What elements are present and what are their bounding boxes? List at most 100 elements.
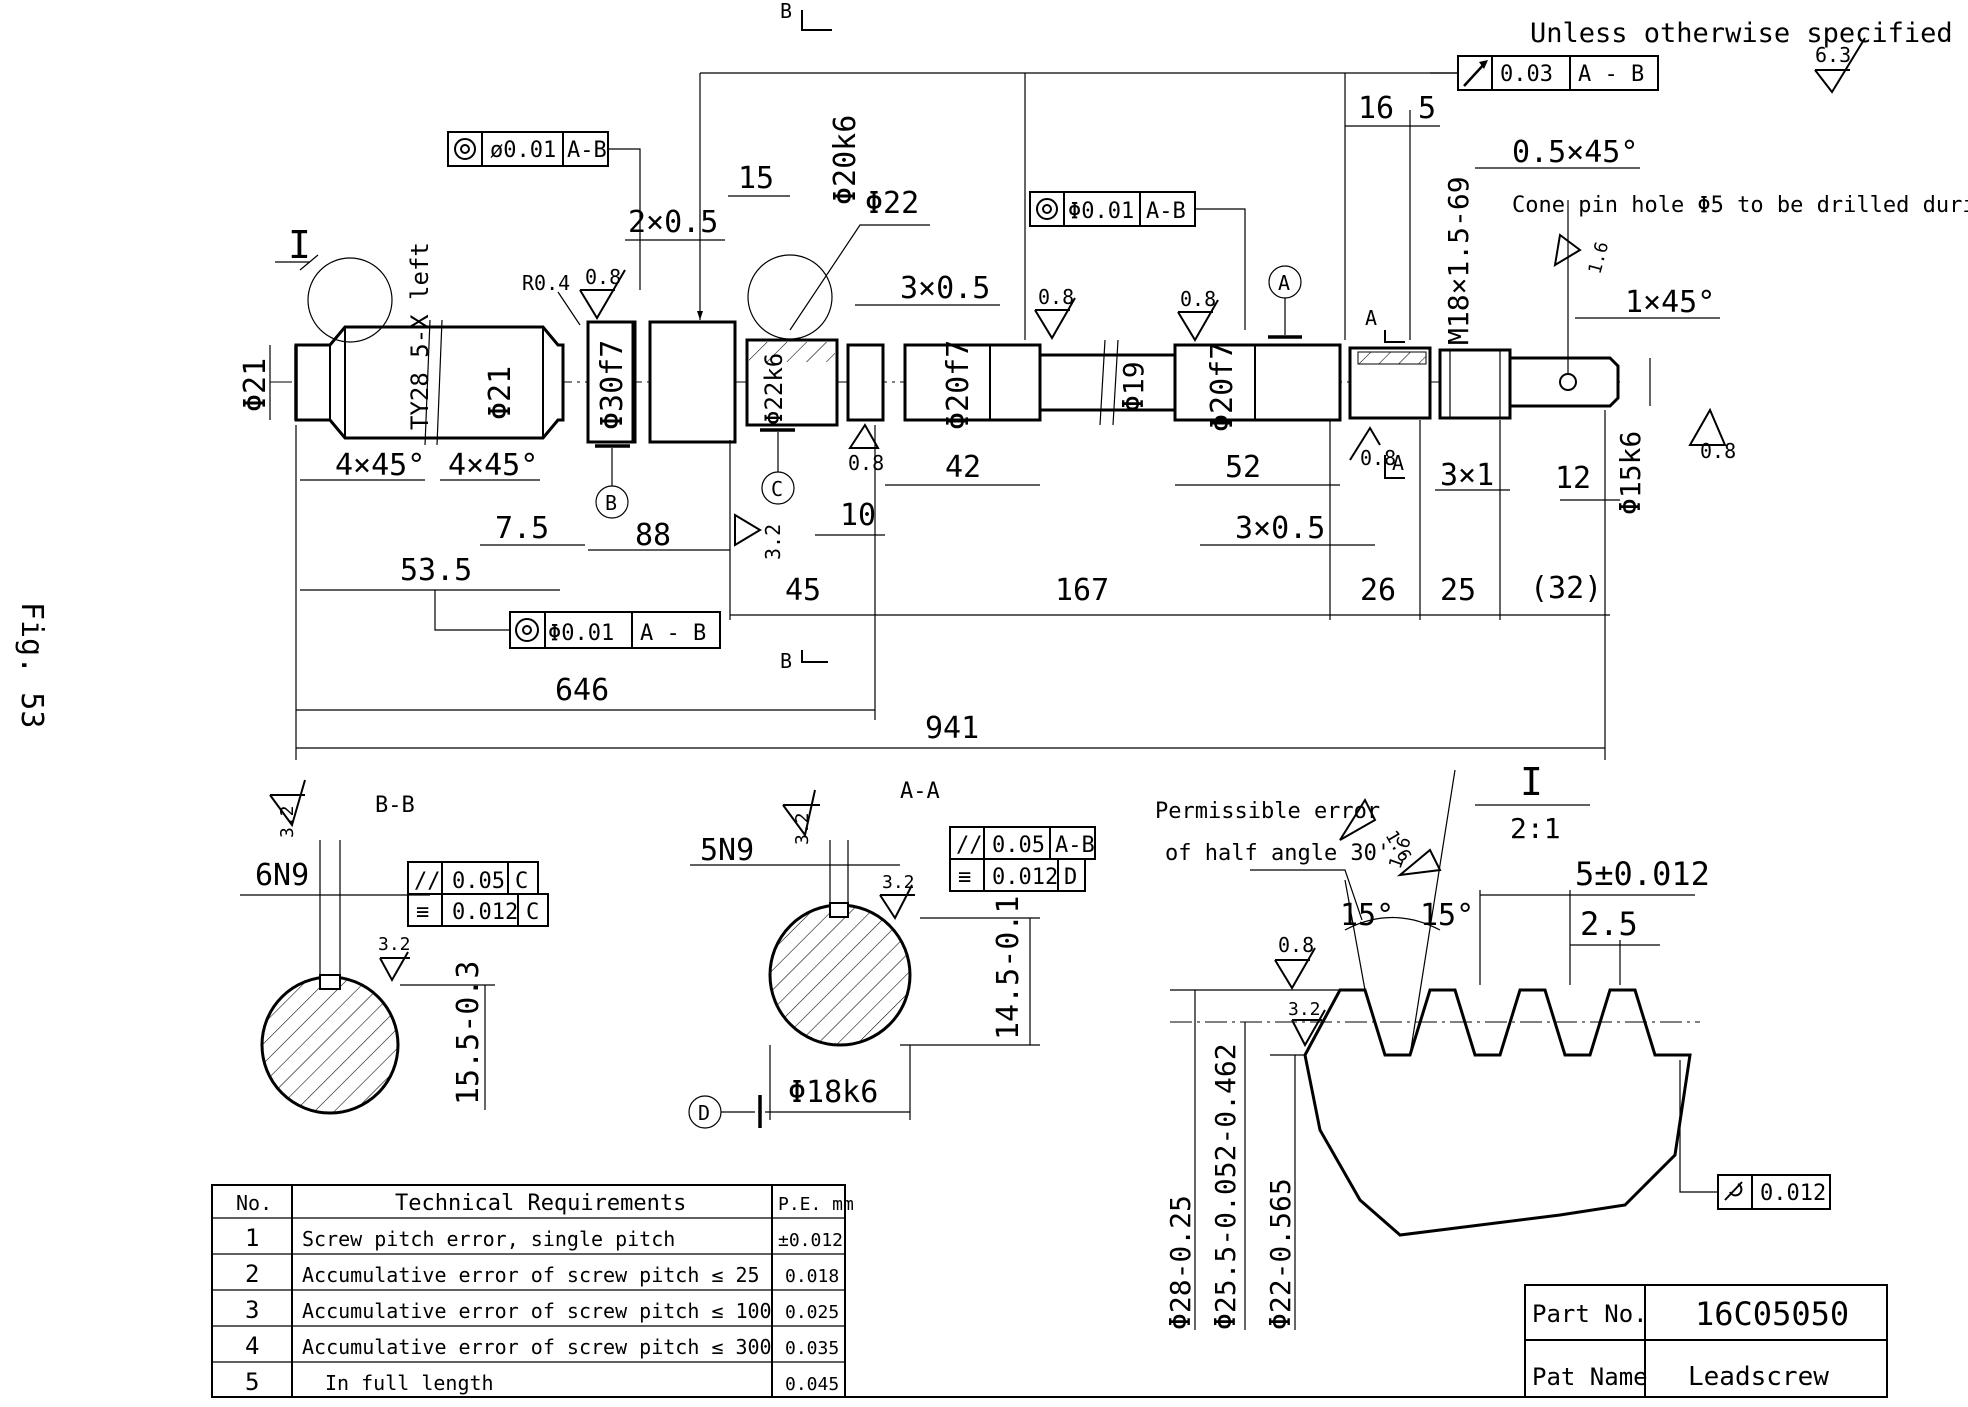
section-aa-title: A-A: [900, 779, 940, 804]
section-bb-title: B-B: [375, 793, 415, 818]
svg-text:3.2: 3.2: [792, 812, 813, 845]
svg-text://: //: [956, 833, 983, 858]
table-row-5-req: In full length: [325, 1371, 494, 1395]
svg-text:0.03: 0.03: [1500, 62, 1553, 87]
svg-text:0.012: 0.012: [992, 865, 1058, 890]
table-row-3-pe: 0.025: [785, 1302, 839, 1323]
cylindricity-frame: 0.012: [1679, 1060, 1831, 1210]
label-15: 15: [738, 161, 774, 196]
svg-text:A - B: A - B: [640, 621, 706, 646]
svg-text:0.8: 0.8: [1038, 285, 1074, 309]
label-16: 16: [1358, 91, 1394, 126]
roughness-1.6-shaft: 1.6: [1553, 233, 1614, 276]
svg-text:0.05: 0.05: [992, 833, 1045, 858]
svg-text:941: 941: [925, 711, 979, 746]
svg-text:3×0.5: 3×0.5: [1235, 511, 1325, 546]
svg-text:(32): (32): [1530, 571, 1602, 606]
svg-text:0.05: 0.05: [452, 869, 505, 894]
label-phi20f7-b: Φ20f7: [1205, 342, 1240, 432]
title-part-no-label: Part No.: [1532, 1300, 1648, 1328]
table-row-2-req: Accumulative error of screw pitch ≤ 25: [302, 1263, 760, 1287]
section-bb-view: B-B 6N9 15.5-0.3 3.2 3.2: [240, 779, 495, 1115]
svg-text:3.2: 3.2: [761, 524, 785, 560]
runout-tolerance-frame: 0.03 A - B: [1430, 55, 1659, 91]
table-header-pe: P.E. mm: [778, 1194, 854, 1215]
section-mark-b-bottom: B: [780, 649, 792, 673]
svg-text:4×45°: 4×45°: [448, 448, 538, 483]
svg-text:C: C: [526, 900, 539, 925]
section-aa-view: A-A 5N9 14.5-0.1 Φ18k6 3.2 3.2: [690, 779, 1040, 1120]
svg-text:52: 52: [1225, 450, 1261, 485]
datum-c: C: [760, 428, 795, 505]
svg-text:≡: ≡: [958, 865, 971, 890]
svg-text:4×45°: 4×45°: [335, 448, 425, 483]
cone-pin-note: Cone pin hole Φ5 to be drilled during as…: [1512, 193, 1968, 218]
svg-text:0.8: 0.8: [1180, 287, 1216, 311]
section-aa-key: 5N9: [700, 833, 754, 868]
requirements-table: No. Technical Requirements P.E. mm 1 Scr…: [211, 1184, 854, 1398]
datum-d: D: [688, 1095, 762, 1129]
table-row-1-req: Screw pitch error, single pitch: [302, 1227, 675, 1251]
detail-i-marker: I: [288, 223, 311, 267]
label-phi30f7: Φ30f7: [595, 340, 630, 430]
roughness-0.8-b: 0.8: [1034, 285, 1076, 340]
svg-text:3.2: 3.2: [882, 872, 915, 893]
svg-text:Φ0.01: Φ0.01: [548, 621, 614, 646]
table-row-4-req: Accumulative error of screw pitch ≤ 300: [302, 1335, 772, 1359]
svg-text:6.3: 6.3: [1815, 43, 1851, 67]
svg-text:45: 45: [785, 573, 821, 608]
detail-half-pitch: 2.5: [1580, 905, 1638, 943]
table-row-1-no: 1: [245, 1224, 259, 1252]
svg-text:0.8: 0.8: [1278, 933, 1314, 957]
svg-text:3×1: 3×1: [1440, 458, 1494, 493]
svg-text:646: 646: [555, 673, 609, 708]
roughness-0.8-a: 0.8: [579, 265, 626, 320]
label-phi19: Φ19: [1117, 361, 1150, 412]
detail-i-circle: [307, 257, 393, 343]
detail-dia-pitch: Φ25.5-0.052-0.462: [1209, 1043, 1242, 1330]
svg-text:D: D: [698, 1101, 710, 1125]
section-bb-frames: // 0.05 C ≡ 0.012 C: [407, 861, 549, 927]
svg-text:3.2: 3.2: [1288, 999, 1321, 1020]
datum-a: A: [1268, 265, 1302, 339]
cylindricity-icon: [1724, 1181, 1743, 1201]
section-mark-a-top: A: [1365, 306, 1377, 330]
shaft-main-view: [270, 200, 1620, 446]
svg-text:A: A: [1278, 271, 1290, 295]
concentricity-icon: [515, 618, 539, 642]
concentricity-frame-bottom: Φ0.01 A - B: [434, 590, 721, 649]
section-bb-key: 6N9: [255, 858, 309, 893]
svg-text:ø0.01: ø0.01: [490, 138, 556, 163]
svg-text:0.012: 0.012: [452, 900, 518, 925]
title-part-name-label: Pat Name: [1532, 1363, 1648, 1391]
detail-label: I: [1520, 760, 1543, 804]
detail-angle-right: 15°: [1420, 898, 1474, 933]
label-m18: M18×1.5-69: [1442, 176, 1475, 345]
table-row-1-pe: ±0.012: [778, 1230, 843, 1251]
dimensions-lower: 4×45° 4×45° 7.5 88 53.5 10 42 52 3×0.5 3…: [295, 410, 1620, 760]
label-phi21-mid: Φ21: [483, 366, 518, 420]
concentricity-frame-top: ø0.01 A-B: [447, 131, 609, 167]
roughness-0.8-c: 0.8: [1177, 287, 1219, 342]
svg-text:0.012: 0.012: [1760, 1181, 1826, 1206]
svg-text:B: B: [605, 491, 617, 515]
section-aa-frames: // 0.05 A-B ≡ 0.012 D: [949, 826, 1096, 892]
svg-text:1.6: 1.6: [1585, 239, 1614, 276]
detail-pitch: 5±0.012: [1575, 855, 1710, 893]
label-phi20f7-a: Φ20f7: [941, 340, 976, 430]
svg-text:42: 42: [945, 450, 981, 485]
detail-dia-minor: Φ22-0.565: [1264, 1178, 1297, 1330]
roughness-0.8-e: 0.8: [1349, 426, 1396, 470]
svg-text:25: 25: [1440, 573, 1476, 608]
svg-text:53.5: 53.5: [400, 553, 472, 588]
svg-text:C: C: [515, 869, 528, 894]
general-note: Unless otherwise specified: [1530, 18, 1953, 49]
label-phi15k6: Φ15k6: [1614, 431, 1647, 515]
title-part-no: 16C05050: [1695, 1295, 1849, 1333]
svg-text:≡: ≡: [416, 900, 429, 925]
svg-text:0.8: 0.8: [848, 451, 884, 475]
roughness-0.8-d: 0.8: [848, 423, 884, 475]
label-05x45: 0.5×45°: [1512, 135, 1638, 170]
svg-text:12: 12: [1555, 461, 1591, 496]
